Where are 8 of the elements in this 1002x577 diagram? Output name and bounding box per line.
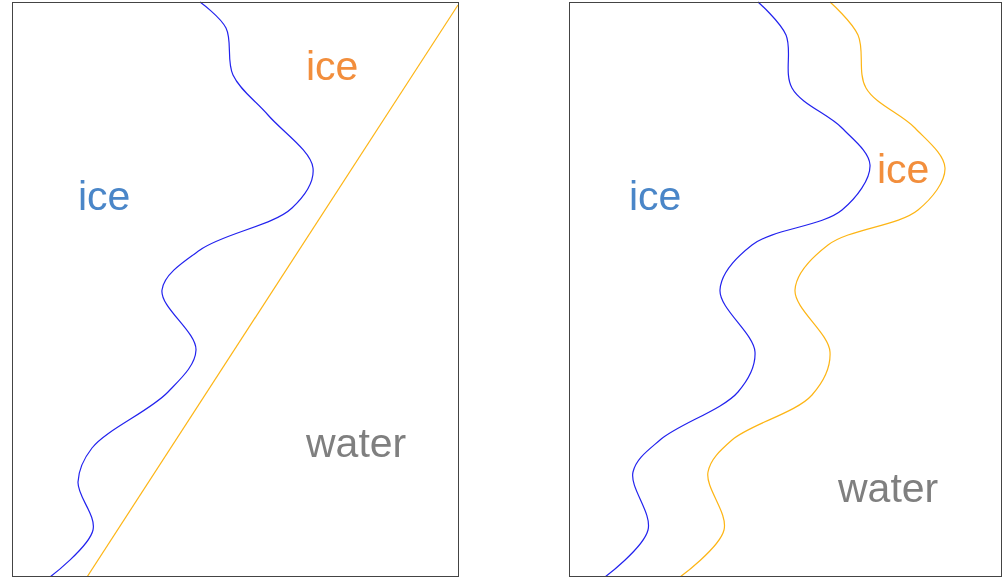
region-label: ice [306, 46, 359, 87]
region-label: water [838, 468, 939, 509]
region-label: ice [78, 176, 131, 217]
region-label: ice [877, 149, 930, 190]
region-label: water [306, 423, 407, 464]
region-label: ice [629, 176, 682, 217]
diagram-panel [569, 2, 1002, 577]
diagram-panel [12, 2, 459, 577]
